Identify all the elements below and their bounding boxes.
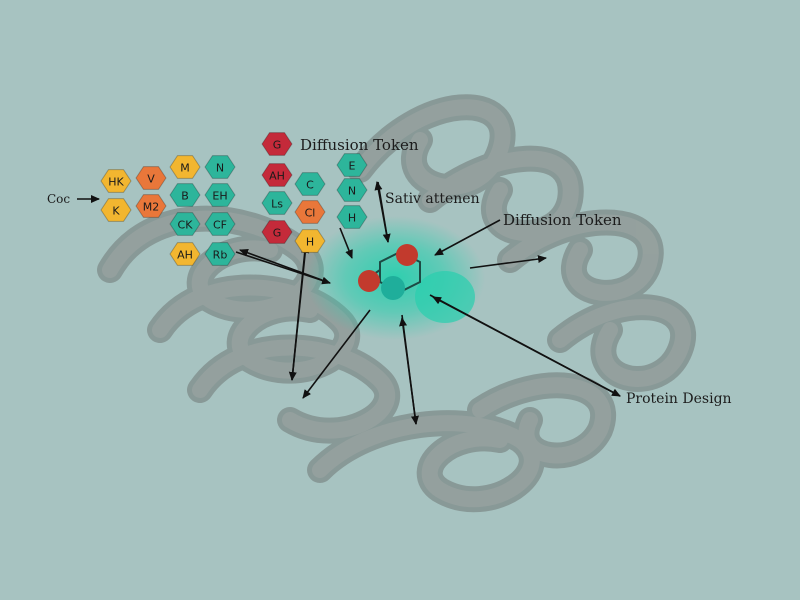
token-label: V [147, 173, 155, 186]
token-hexagon [336, 205, 368, 229]
protein-design-label: Protein Design [626, 391, 732, 407]
token-hexagon [100, 169, 132, 193]
token-label: AH [177, 249, 193, 262]
diffusion-token-label-top: Diffusion Token [300, 136, 419, 154]
token-label: Ls [271, 198, 283, 211]
token-hexagon [261, 132, 293, 156]
atom-red-left [358, 270, 380, 292]
token-label: C [306, 179, 314, 192]
token-label: EH [212, 190, 227, 203]
atom-teal [381, 276, 405, 300]
token-label: G [273, 227, 282, 240]
token-label: M [180, 162, 190, 175]
diffusion-token-label-right: Diffusion Token [503, 211, 622, 229]
token-hexagon [204, 183, 236, 207]
token-hexagon [135, 194, 167, 218]
sativ-attention-label: Sativ attenen [385, 191, 480, 207]
arrow-diag-down-left [302, 309, 371, 399]
arrow-token-to-helix [339, 227, 353, 259]
token-hexagon [204, 212, 236, 236]
attention-glow-small [415, 271, 475, 323]
arrow-protein-design-back [432, 296, 621, 397]
token-hexagon [261, 163, 293, 187]
arrow-molecule-to-tokens [239, 248, 331, 284]
token-hexagon [261, 191, 293, 215]
token-hexagon [169, 212, 201, 236]
token-label: N [348, 185, 356, 198]
arrow-vertical-left-up [291, 244, 310, 381]
arrows [77, 181, 621, 425]
token-label: M2 [143, 201, 160, 214]
token-hexagon [294, 229, 326, 253]
token-hexagon [204, 242, 236, 266]
token-hexagon [336, 178, 368, 202]
token-label: B [181, 190, 189, 203]
atom-red-top [396, 244, 418, 266]
arrow-to-ribbon-right [469, 255, 547, 269]
token-label: E [349, 160, 356, 173]
token-label: AH [269, 170, 285, 183]
token-hexagon [261, 220, 293, 244]
token-hexagon [204, 155, 236, 179]
arrow-diffusion-right [434, 219, 501, 256]
arrow-down-up [399, 317, 417, 425]
token-hexagon [169, 183, 201, 207]
token-hexagon [294, 200, 326, 224]
molecule [358, 244, 421, 300]
token-hexagon [100, 198, 132, 222]
token-label: N [216, 162, 224, 175]
token-hexagon [294, 172, 326, 196]
token-label: HK [108, 176, 124, 189]
token-hexagon [336, 153, 368, 177]
coc-label: Coc [47, 192, 71, 206]
token-label: Cl [305, 207, 316, 220]
token-hexagon [135, 166, 167, 190]
token-label: Rb [213, 249, 228, 262]
protein-helix-ribbon [97, 94, 696, 513]
token-label: CF [213, 219, 227, 232]
token-label: G [273, 139, 282, 152]
token-hexagon [169, 242, 201, 266]
token-hexagon [169, 155, 201, 179]
token-label: H [306, 236, 314, 249]
token-label: K [112, 205, 120, 218]
token-label: CK [178, 219, 194, 232]
arrow-diffusion-top-up [374, 181, 389, 243]
token-label: H [348, 212, 356, 225]
